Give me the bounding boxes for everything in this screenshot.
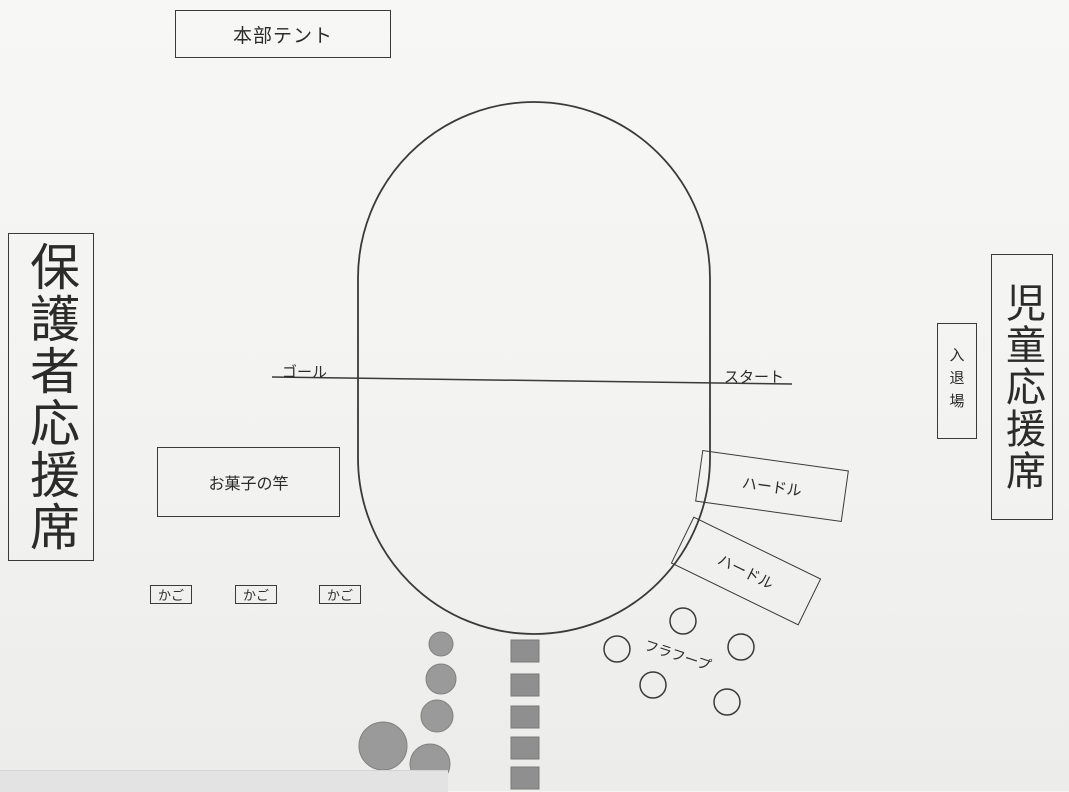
hula-hoop: [713, 688, 741, 716]
hula-hoop: [603, 635, 631, 663]
hula-hoop: [639, 671, 667, 699]
basket-label: かご: [242, 589, 269, 604]
guardian-seats-box: 保護者応援席: [8, 233, 94, 561]
paper-edge-shadow: [0, 770, 448, 792]
running-track: [357, 101, 711, 635]
gray-blocks: [510, 639, 540, 790]
ball: [420, 699, 454, 733]
block: [510, 705, 540, 729]
basket-box: かご: [319, 585, 361, 604]
snack-pole-box: お菓子の竿: [157, 447, 340, 517]
hurdle-label: ハードル: [714, 550, 777, 593]
children-seats-label: 児童応援席: [999, 282, 1045, 492]
block: [510, 766, 540, 790]
basket-label: かご: [157, 589, 184, 604]
start-goal-line: [271, 376, 793, 385]
basket-box: かご: [150, 585, 192, 604]
gray-balls: [358, 631, 457, 785]
hq-tent-box: 本部テント: [175, 10, 391, 58]
hq-tent-label: 本部テント: [232, 24, 333, 47]
block: [510, 673, 540, 697]
entry-exit-label: 入退場: [947, 346, 966, 416]
hula-hoops: [603, 607, 755, 716]
hula-hoop: [669, 607, 697, 635]
goal-label: ゴール: [282, 363, 328, 381]
ball: [358, 721, 408, 771]
entry-exit-box: 入退場: [937, 323, 977, 439]
basket-box: かご: [235, 585, 277, 604]
ball: [428, 631, 454, 657]
children-seats-box: 児童応援席: [991, 254, 1053, 520]
start-label: スタート: [724, 368, 785, 386]
block: [510, 736, 540, 760]
snack-pole-label: お菓子の竿: [208, 474, 289, 493]
guardian-seats-label: 保護者応援席: [22, 241, 80, 553]
hurdle-label: ハードル: [740, 473, 803, 500]
basket-label: かご: [326, 589, 353, 604]
hula-hoop: [727, 633, 755, 661]
ball: [425, 663, 457, 695]
block: [510, 639, 540, 663]
